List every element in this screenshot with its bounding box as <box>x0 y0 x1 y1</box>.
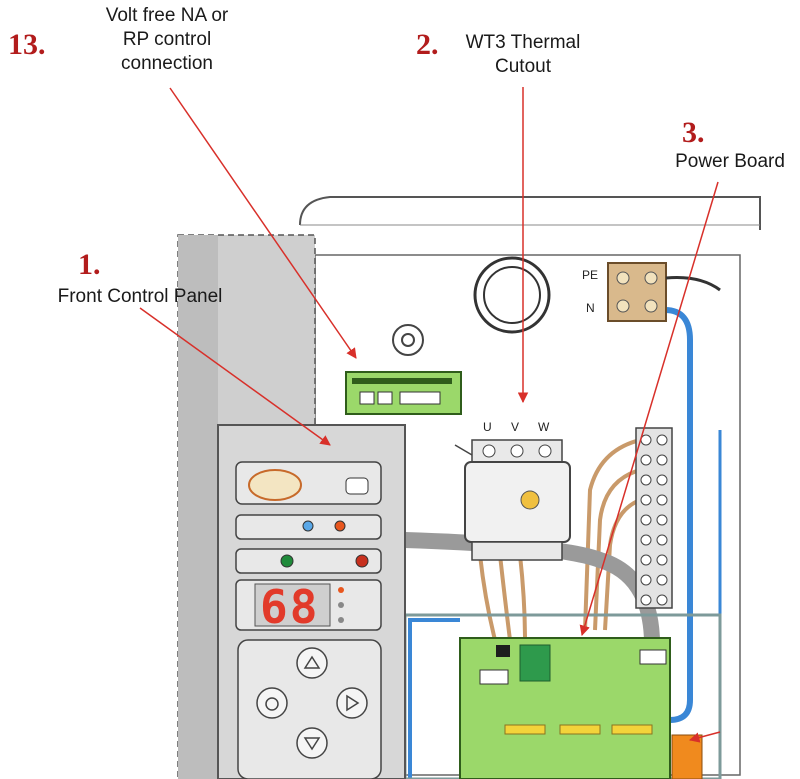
right-button <box>336 687 368 719</box>
callout-13-line-1: Volt free NA or <box>105 5 229 26</box>
callout-2-label: WT3 Thermal Cutout <box>452 31 594 79</box>
power-board <box>459 637 671 779</box>
thermal-cutout-reset <box>520 490 540 510</box>
blue-wire-2 <box>408 618 460 779</box>
earth-terminal-block <box>607 262 667 322</box>
thermostat-knob <box>473 256 551 334</box>
led-display-window <box>254 583 331 627</box>
led-display-reading: 68 <box>260 580 320 634</box>
leader-line-3 <box>579 181 719 637</box>
callout-2-line-1: WT3 Thermal <box>465 32 581 53</box>
callout-13-number: 13. <box>8 28 46 61</box>
red-indicator <box>355 554 369 568</box>
leader-line-13 <box>169 87 357 359</box>
down-button <box>296 727 328 759</box>
earth-wire <box>665 276 721 292</box>
thermal-cutout-body <box>464 461 571 543</box>
terminal-label-n: N <box>586 301 595 315</box>
terminal-label-w: W <box>538 420 550 434</box>
terminal-strip <box>635 427 673 609</box>
cold-indicator <box>302 520 314 532</box>
grommet <box>392 324 424 356</box>
leader-line-power <box>688 731 721 743</box>
power-button <box>256 687 288 719</box>
orange-connector <box>671 734 703 779</box>
callout-13-label: Volt free NA or RP control connection <box>78 4 256 75</box>
callout-1-label: Front Control Panel <box>57 286 223 307</box>
side-panel-shade <box>178 235 218 779</box>
terminal-label-pe: PE <box>582 268 599 282</box>
brand-logo <box>248 469 302 501</box>
callout-13-line-3: connection <box>121 52 213 74</box>
green-indicator <box>280 554 294 568</box>
callout-13-line-2: RP control <box>122 28 212 50</box>
callout-3-label: Power Board <box>675 151 785 172</box>
terminal-label-u: U <box>483 420 492 434</box>
callout-2-line-2: Cutout <box>495 55 551 77</box>
enclosure-lid <box>299 196 761 230</box>
terminal-label-v: V <box>511 420 520 434</box>
callout-3-number: 3. <box>682 116 705 149</box>
callout-2-number: 2. <box>416 28 439 61</box>
brown-wires <box>478 438 641 641</box>
standby-button <box>345 477 369 495</box>
leader-line-1 <box>139 307 331 446</box>
hot-indicator <box>334 520 346 532</box>
up-button <box>296 647 328 679</box>
callout-1-number: 1. <box>78 248 101 281</box>
